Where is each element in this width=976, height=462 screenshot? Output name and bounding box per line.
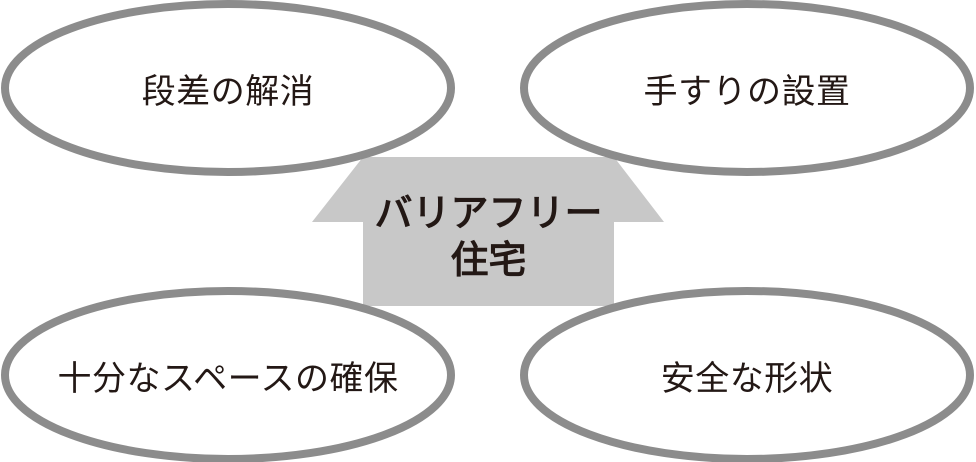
item-label-handrail-installation: 手すりの設置 <box>643 71 851 112</box>
house-shape <box>312 157 664 306</box>
center-label-line2: 住宅 <box>450 238 527 282</box>
item-label-sufficient-space: 十分なスペースの確保 <box>57 358 399 399</box>
center-label-line1: バリアフリー <box>374 190 603 235</box>
ellipse-step-elimination <box>1 0 455 176</box>
ellipse-safe-shape <box>520 287 974 462</box>
item-label-step-elimination: 段差の解消 <box>141 71 315 112</box>
ellipse-sufficient-space <box>1 287 455 462</box>
item-label-safe-shape: 安全な形状 <box>660 358 834 399</box>
center-label: バリアフリー 住宅 <box>363 172 614 302</box>
ellipse-handrail-installation <box>520 0 974 176</box>
